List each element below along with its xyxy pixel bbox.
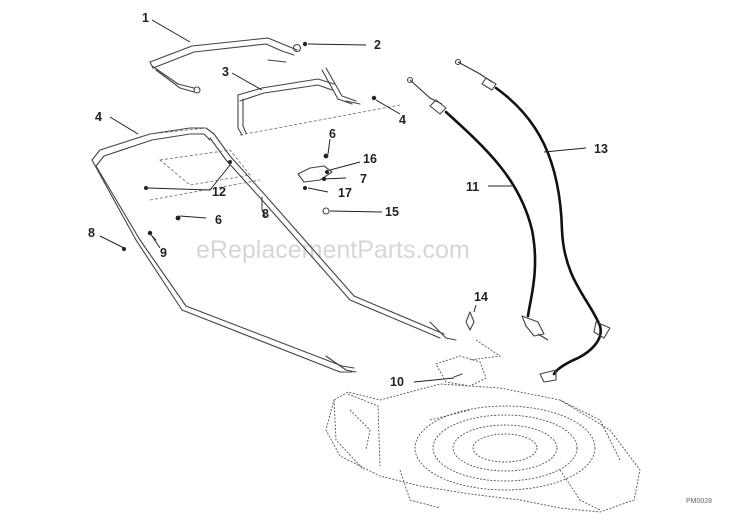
callout-16: 16 — [363, 152, 377, 166]
callout-labels: 1 2 3 4 6 4 16 7 17 12 8 15 6 8 9 11 13 … — [88, 11, 608, 389]
part-10-deck — [325, 339, 641, 513]
callout-14: 14 — [474, 290, 488, 304]
leader-lines — [99, 19, 587, 383]
callout-2: 3 — [222, 65, 229, 79]
part-1-upper-bracket — [149, 37, 302, 94]
callout-4-lower: 4 — [399, 113, 406, 127]
hardware-group — [122, 41, 475, 378]
callout-1: 1 — [142, 11, 149, 25]
callout-8-lower: 8 — [88, 226, 95, 240]
callout-13: 13 — [594, 142, 608, 156]
callout-6-lower: 6 — [215, 213, 222, 227]
callout-7: 7 — [360, 172, 367, 186]
callout-12: 12 — [212, 185, 226, 199]
callout-9: 9 — [160, 246, 167, 260]
callout-15: 15 — [385, 205, 399, 219]
callout-6-upper: 6 — [329, 127, 336, 141]
callout-17: 17 — [338, 186, 352, 200]
cable-13 — [454, 58, 611, 383]
callout-11: 11 — [466, 180, 479, 194]
drawing-code: PM0028 — [686, 498, 712, 505]
callout-8-upper: 8 — [262, 207, 269, 221]
callout-4-upper: 2 — [374, 38, 381, 52]
watermark-text: eReplacementParts.com — [196, 236, 470, 264]
cable-11 — [406, 76, 549, 341]
callout-3: 4 — [95, 110, 102, 124]
callout-10: 10 — [390, 375, 404, 389]
part-2-lower-bracket — [237, 67, 361, 136]
